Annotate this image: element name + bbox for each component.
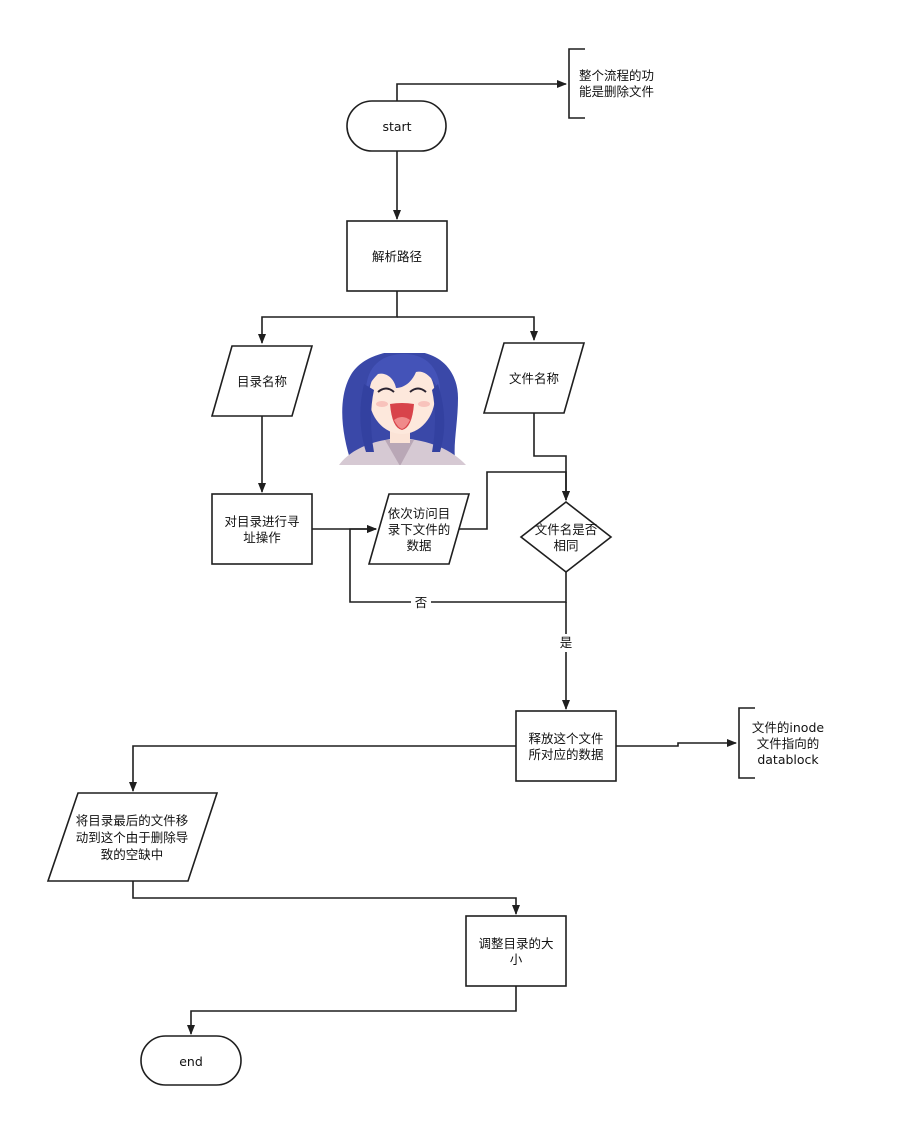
- node-dir-addressing[interactable]: 对目录进行寻 址操作: [211, 493, 313, 565]
- node-start[interactable]: start: [346, 100, 447, 152]
- edge-decision-no-loop: [349, 525, 567, 603]
- annotation-purpose-line2: 能是删除文件: [579, 84, 654, 99]
- node-file-name-label: 文件名称: [509, 371, 559, 386]
- node-release-line2: 所对应的数据: [528, 747, 603, 762]
- node-move-last-line2: 动到这个由于删除导: [76, 830, 189, 845]
- node-move-last-line1: 将目录最后的文件移: [76, 813, 189, 828]
- node-dir-addressing-line1: 对目录进行寻: [224, 514, 299, 529]
- node-parse-path-label: 解析路径: [372, 249, 422, 264]
- node-name-same-line1: 文件名是否: [535, 522, 598, 537]
- node-file-name[interactable]: 文件名称: [482, 342, 586, 414]
- node-dir-name[interactable]: 目录名称: [210, 345, 314, 417]
- annotation-inode-line2: 文件指向的: [757, 736, 820, 751]
- node-move-last-file[interactable]: 将目录最后的文件移 动到这个由于删除导 致的空缺中: [46, 792, 219, 882]
- node-release-data[interactable]: 释放这个文件 所对应的数据: [515, 710, 617, 782]
- node-access-data[interactable]: 依次访问目 录下文件的 数据: [367, 493, 471, 565]
- annotation-inode-line3: datablock: [757, 752, 819, 767]
- edge-parse-to-dir-name: [258, 291, 398, 344]
- node-access-data-line2: 录下文件的: [388, 522, 451, 537]
- node-name-same-decision[interactable]: 文件名是否 相同: [519, 500, 613, 574]
- node-dir-name-label: 目录名称: [237, 374, 287, 389]
- node-start-label: start: [382, 119, 411, 134]
- edge-access-data-to-decision: [458, 471, 570, 530]
- annotation-purpose[interactable]: 整个流程的功 能是删除文件: [568, 48, 654, 119]
- node-move-last-line3: 致的空缺中: [101, 847, 164, 862]
- anime-girl-laughing-icon: [339, 353, 466, 465]
- edge-file-name-to-decision: [533, 413, 570, 501]
- node-adjust-size-line1: 调整目录的大: [478, 936, 553, 951]
- node-adjust-size[interactable]: 调整目录的大 小: [465, 915, 567, 987]
- node-release-line1: 释放这个文件: [528, 731, 603, 746]
- node-access-data-line3: 数据: [406, 538, 431, 553]
- node-dir-addressing-line2: 址操作: [243, 530, 281, 545]
- edge-labels: 否 是: [411, 594, 576, 652]
- edge-release-to-move-last: [129, 745, 516, 792]
- edge-label-yes: 是: [560, 635, 573, 650]
- edge-move-last-to-adjust-size: [132, 881, 520, 915]
- edge-label-no: 否: [415, 595, 428, 610]
- node-adjust-size-line2: 小: [510, 952, 523, 967]
- node-end-label: end: [179, 1054, 203, 1069]
- edge-adjust-size-to-end: [187, 986, 517, 1035]
- node-end[interactable]: end: [140, 1035, 242, 1086]
- annotation-purpose-line1: 整个流程的功: [579, 68, 654, 83]
- edge-start-to-purpose-note: [396, 80, 567, 101]
- edge-parse-to-file-name: [397, 316, 538, 341]
- annotation-inode-line1: 文件的inode: [752, 720, 824, 735]
- node-name-same-line2: 相同: [553, 538, 578, 553]
- edge-release-to-inode-note: [616, 739, 737, 747]
- node-parse-path[interactable]: 解析路径: [346, 220, 448, 292]
- annotation-inode[interactable]: 文件的inode 文件指向的 datablock: [738, 707, 824, 779]
- node-access-data-line1: 依次访问目: [388, 506, 451, 521]
- edges: [129, 80, 737, 1035]
